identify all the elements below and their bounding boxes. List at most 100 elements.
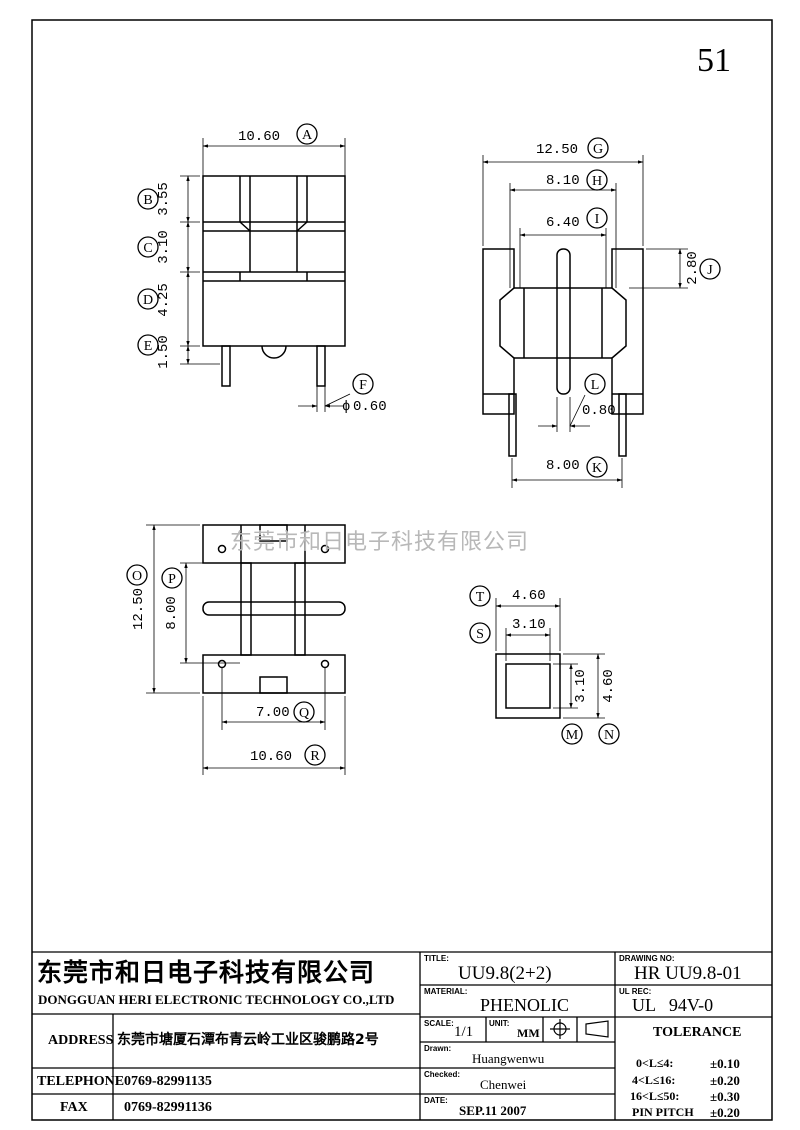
front-view-dimensions — [180, 138, 351, 412]
dim-letter-J: J — [707, 263, 713, 278]
dim-balloon-E: E — [137, 334, 159, 356]
dim-value-O: 12.50 — [131, 587, 147, 631]
title-value: UU9.8(2+2) — [458, 963, 552, 984]
dim-balloon-G: G — [587, 137, 609, 159]
core-opening-view — [495, 653, 561, 719]
dim-letter-C: C — [143, 241, 152, 256]
tolerance-range-3: 16<L≤50: — [630, 1089, 680, 1103]
dim-value-J: 2.80 — [685, 251, 701, 285]
dim-value-S: 3.10 — [512, 617, 546, 633]
dim-balloon-L: L — [584, 373, 606, 395]
checked-value: Chenwei — [480, 1077, 527, 1092]
dim-balloon-S: S — [469, 622, 491, 644]
ul-rec-value: UL 94V-0 — [632, 995, 714, 1015]
dim-balloon-I: I — [586, 207, 608, 229]
side-view — [482, 248, 644, 457]
title-block-grid — [32, 951, 772, 1120]
address-value: 东莞市塘厦石潭布青云岭工业区骏鹏路2号 — [117, 1032, 379, 1048]
dim-balloon-H: H — [586, 169, 608, 191]
dim-letter-D: D — [143, 293, 153, 308]
drawn-value: Huangwenwu — [472, 1051, 545, 1066]
dim-value-G: 12.50 — [536, 142, 579, 158]
bottom-view — [202, 524, 346, 694]
title-label: TITLE: — [424, 954, 449, 963]
dim-value-T: 4.60 — [512, 588, 546, 604]
dim-value-D: 4.25 — [156, 283, 172, 317]
dim-letter-L: L — [591, 378, 600, 393]
dim-letter-P: P — [168, 572, 176, 587]
telephone-label: TELEPHONE — [37, 1074, 125, 1089]
dim-letter-S: S — [476, 627, 484, 642]
dim-value-K: 8.00 — [546, 458, 580, 474]
drawn-label: Drawn: — [424, 1044, 452, 1053]
dim-balloon-C: C — [137, 236, 159, 258]
dim-letter-H: H — [592, 174, 602, 189]
side-view-dimensions — [482, 155, 688, 488]
dim-value-H: 8.10 — [546, 173, 580, 189]
fax-label: FAX — [60, 1100, 88, 1115]
dim-letter-Q: Q — [299, 706, 309, 721]
dim-value-E: 1.50 — [156, 335, 172, 369]
projection-symbol-icon — [550, 1019, 609, 1039]
unit-label: UNIT: — [489, 1019, 510, 1028]
dim-balloon-N: N — [598, 723, 620, 745]
watermark: 东莞市和日电子科技有限公司 — [230, 530, 530, 555]
company-name-cn: 东莞市和日电子科技有限公司 — [37, 958, 376, 987]
address-label: ADDRESS — [48, 1033, 114, 1048]
core-opening-dimensions — [495, 598, 605, 719]
dim-balloon-F: F — [352, 373, 374, 395]
dim-value-R: 10.60 — [250, 749, 293, 765]
sheet-border — [31, 19, 773, 1121]
dim-letter-E: E — [144, 339, 153, 354]
dim-balloon-J: J — [699, 258, 721, 280]
dim-value-M: 3.10 — [573, 669, 589, 703]
drawing-no-value: HR UU9.8-01 — [634, 963, 742, 984]
tolerance-value-4: ±0.20 — [710, 1105, 740, 1120]
dim-letter-K: K — [592, 461, 602, 476]
dim-balloon-B: B — [137, 188, 159, 210]
dim-value-P: 8.00 — [164, 596, 180, 630]
company-name-en: DONGGUAN HERI ELECTRONIC TECHNOLOGY CO.,… — [38, 992, 395, 1007]
dim-value-L: 0.80 — [582, 403, 616, 419]
telephone-value: 0769-82991135 — [124, 1074, 212, 1089]
dim-letter-I: I — [595, 212, 600, 227]
dimension-balloons: A B C D E F G H I J K L O P Q R T S M N — [126, 123, 721, 766]
dim-balloon-M: M — [561, 723, 583, 745]
dim-value-A: 10.60 — [238, 129, 281, 145]
dim-balloon-P: P — [161, 567, 183, 589]
dim-letter-T: T — [476, 590, 485, 605]
dim-letter-A: A — [302, 128, 313, 143]
dim-value-Q: 7.00 — [256, 705, 290, 721]
dim-balloon-A: A — [296, 123, 318, 145]
tolerance-range-2: 4<L≤16: — [632, 1073, 676, 1087]
dim-letter-G: G — [593, 142, 603, 157]
dim-balloon-Q: Q — [293, 701, 315, 723]
dim-letter-N: N — [604, 728, 614, 743]
page-number: 51 — [697, 42, 731, 79]
dim-value-B: 3.55 — [156, 182, 172, 216]
tolerance-range-4: PIN PITCH — [632, 1105, 694, 1119]
dim-balloon-T: T — [469, 585, 491, 607]
bottom-view-dimensions — [146, 524, 346, 775]
dim-letter-R: R — [310, 749, 320, 764]
date-value: SEP.11 2007 — [459, 1103, 527, 1118]
dim-balloon-O: O — [126, 564, 148, 586]
material-label: MATERIAL: — [424, 987, 468, 996]
tolerance-value-1: ±0.10 — [710, 1056, 740, 1071]
dim-value-I: 6.40 — [546, 215, 580, 231]
dim-prefix-F: ϕ — [342, 399, 351, 415]
tolerance-label: TOLERANCE — [653, 1025, 742, 1040]
front-view — [202, 175, 346, 387]
unit-value: MM — [517, 1026, 540, 1040]
checked-label: Checked: — [424, 1070, 461, 1079]
fax-value: 0769-82991136 — [124, 1100, 212, 1115]
tolerance-value-3: ±0.30 — [710, 1089, 740, 1104]
dim-balloon-R: R — [304, 744, 326, 766]
ul-rec-label: UL REC: — [619, 987, 652, 996]
scale-value: 1/1 — [454, 1024, 474, 1040]
dim-balloon-K: K — [586, 456, 608, 478]
scale-label: SCALE: — [424, 1019, 454, 1028]
dim-letter-M: M — [566, 728, 579, 743]
